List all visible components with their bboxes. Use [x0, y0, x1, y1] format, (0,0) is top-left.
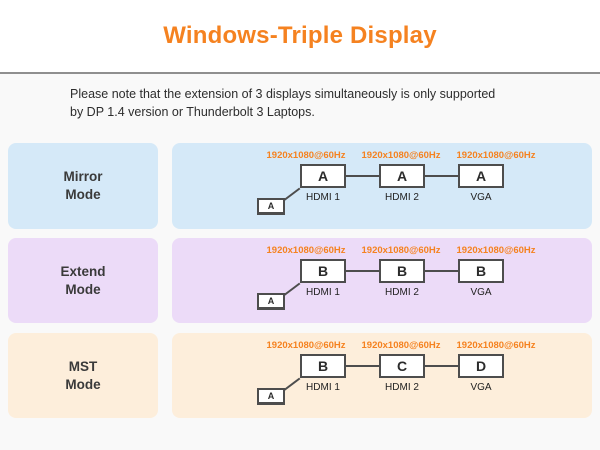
connector-line [425, 175, 458, 177]
resolution-label: 1920x1080@60Hz [361, 245, 441, 256]
mode-label: Extend Mode [60, 263, 106, 297]
display-letter: A [475, 168, 487, 184]
mode-diagram-panel-mirror: 1920x1080@60Hz 1920x1080@60Hz 1920x1080@… [172, 143, 592, 229]
port-label: HDMI 2 [385, 382, 419, 393]
connector-line [346, 365, 379, 367]
resolution-label: 1920x1080@60Hz [266, 340, 346, 351]
port-label: HDMI 1 [306, 382, 340, 393]
resolution-label: 1920x1080@60Hz [361, 340, 441, 351]
display-box: D [458, 354, 504, 378]
resolution-label: 1920x1080@60Hz [266, 245, 346, 256]
laptop-source-box: A [257, 388, 285, 405]
resolution-label: 1920x1080@60Hz [456, 340, 536, 351]
source-letter: A [267, 296, 275, 306]
resolution-label: 1920x1080@60Hz [456, 245, 536, 256]
display-letter: B [396, 263, 408, 279]
connector-line [346, 270, 379, 272]
mode-label-box-extend: Extend Mode [8, 238, 158, 323]
display-box: B [300, 354, 346, 378]
display-box: A [458, 164, 504, 188]
display-letter: B [475, 263, 487, 279]
display-letter: D [475, 358, 487, 374]
port-label: HDMI 1 [306, 192, 340, 203]
laptop-source-box: A [257, 293, 285, 310]
mode-label: Mirror Mode [63, 169, 103, 202]
display-letter: A [317, 168, 329, 184]
display-letter: C [396, 358, 408, 374]
display-box: B [379, 259, 425, 283]
mode-label-box-mirror: Mirror Mode [8, 143, 158, 229]
port-label: HDMI 2 [385, 287, 419, 298]
source-letter: A [267, 391, 275, 401]
mode-label-box-mst: MST Mode [8, 333, 158, 418]
port-label: VGA [470, 192, 492, 203]
note-text: Please note that the extension of 3 disp… [70, 87, 496, 119]
mode-label: MST Mode [65, 358, 101, 392]
display-box: A [379, 164, 425, 188]
resolution-label: 1920x1080@60Hz [456, 150, 536, 161]
mode-diagram-panel-mst: 1920x1080@60Hz 1920x1080@60Hz 1920x1080@… [172, 333, 592, 418]
mode-diagram-panel-extend: 1920x1080@60Hz 1920x1080@60Hz 1920x1080@… [172, 238, 592, 323]
resolution-label: 1920x1080@60Hz [361, 150, 441, 161]
port-label: HDMI 1 [306, 287, 340, 298]
page-title: Windows-Triple Display [163, 22, 437, 49]
display-box: C [379, 354, 425, 378]
page-header: Windows-Triple Display [0, 0, 600, 74]
resolution-label: 1920x1080@60Hz [266, 150, 346, 161]
display-letter: B [317, 358, 329, 374]
display-letter: B [317, 263, 329, 279]
laptop-source-box: A [257, 198, 285, 215]
connector-line [425, 270, 458, 272]
port-label: HDMI 2 [385, 192, 419, 203]
port-label: VGA [470, 287, 492, 298]
display-letter: A [396, 168, 408, 184]
connector-line [346, 175, 379, 177]
display-box: B [300, 259, 346, 283]
source-letter: A [267, 201, 275, 211]
port-label: VGA [470, 382, 492, 393]
connector-line [425, 365, 458, 367]
display-box: A [300, 164, 346, 188]
display-box: B [458, 259, 504, 283]
